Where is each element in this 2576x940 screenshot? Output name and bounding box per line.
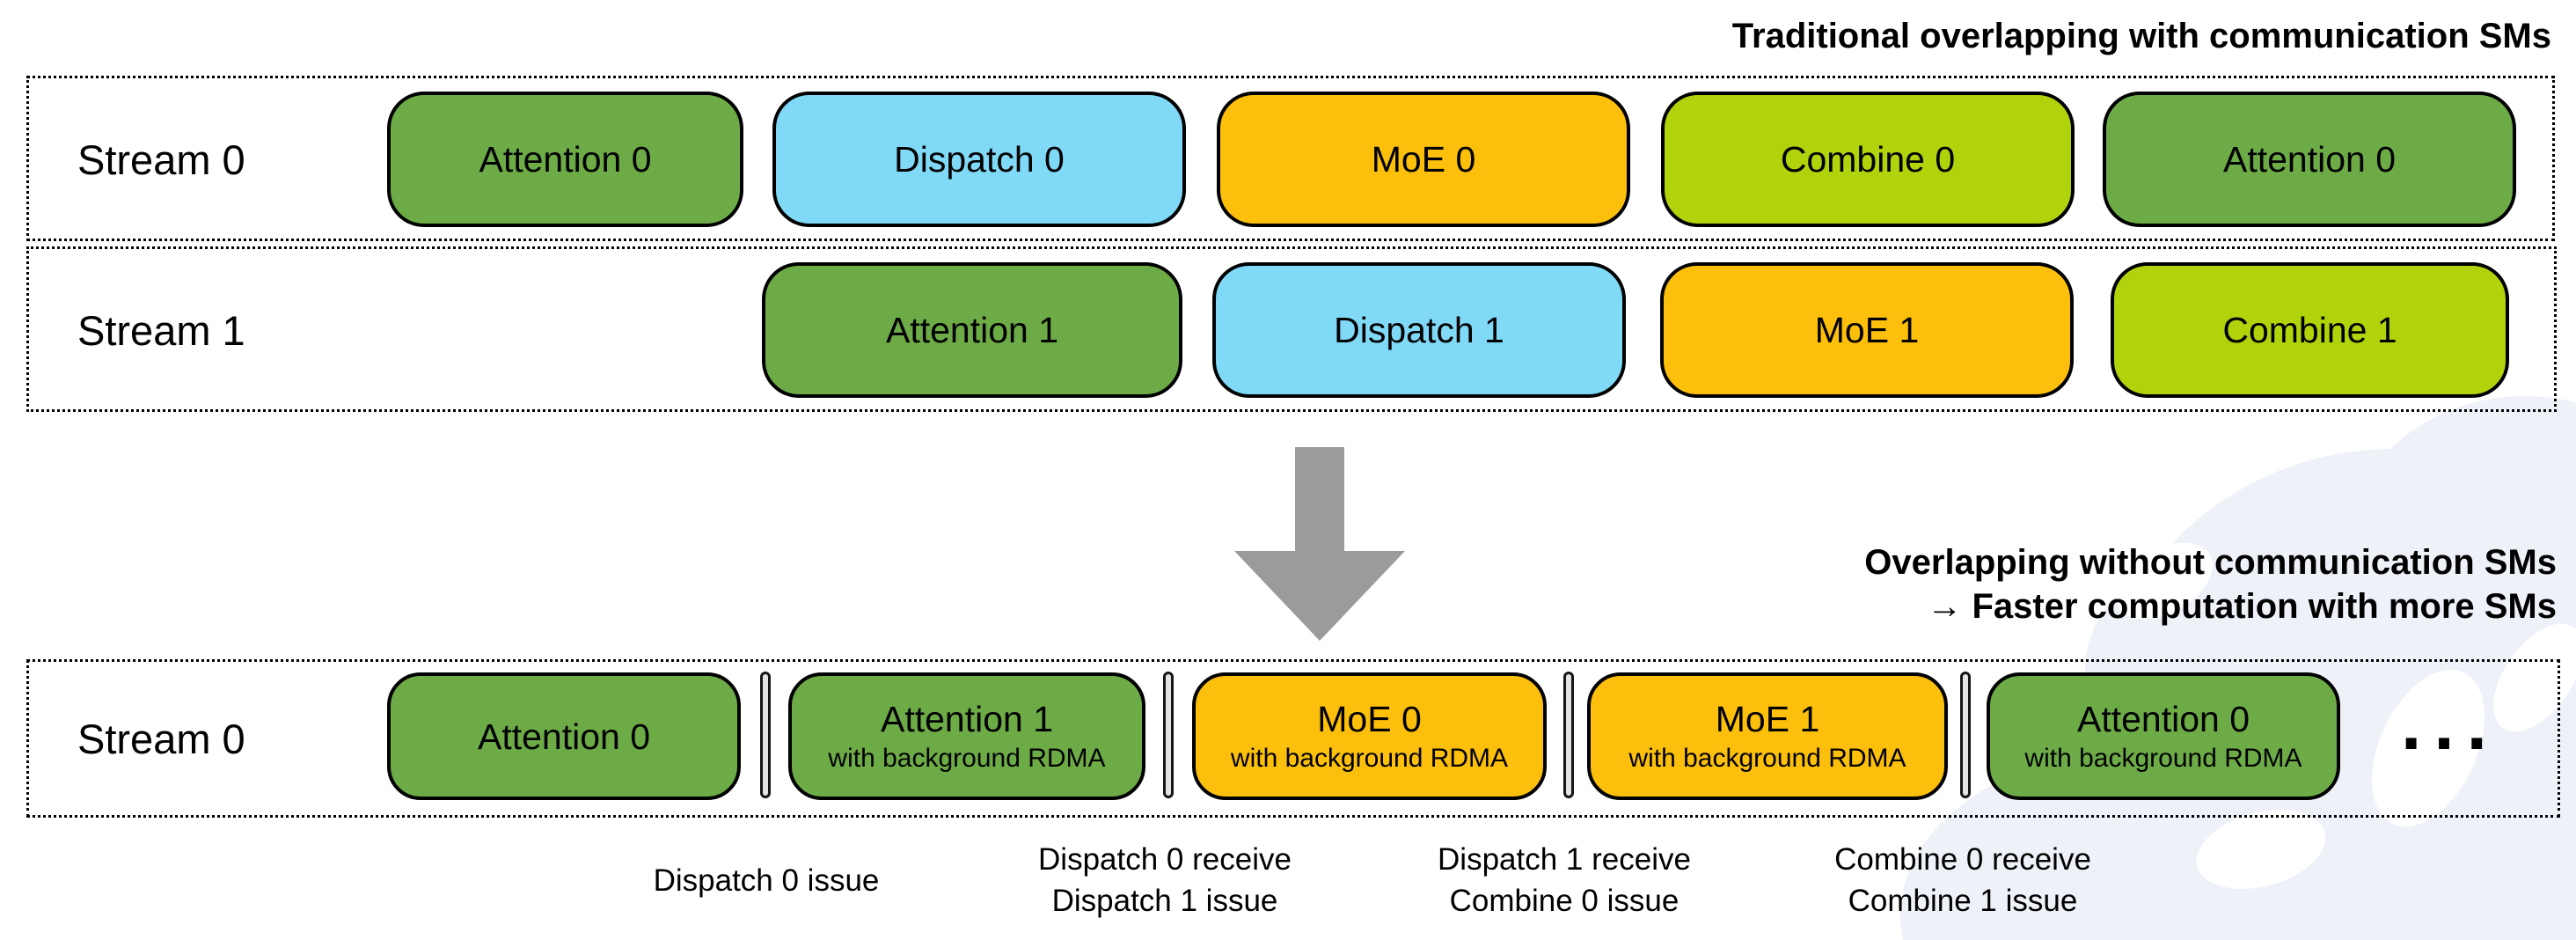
annotation-dispatch1-receive-combine0-issue: Dispatch 1 receive Combine 0 issue bbox=[1379, 836, 1749, 924]
down-arrow-shape bbox=[1234, 447, 1405, 641]
block-label: Attention 1 bbox=[880, 698, 1054, 739]
trad-s1-block-attention-1: Attention 1 bbox=[762, 262, 1182, 398]
block-label: Attention 0 bbox=[2076, 698, 2250, 739]
block-label: Attention 0 bbox=[2222, 139, 2397, 180]
stream-separator-bar-2 bbox=[1163, 672, 1174, 798]
annotation-line: Dispatch 0 receive bbox=[1038, 842, 1292, 877]
ovl-block-moe-0: MoE 0 with background RDMA bbox=[1192, 672, 1547, 800]
trad-s0-block-combine-0: Combine 0 bbox=[1661, 92, 2075, 227]
block-label: MoE 1 bbox=[1814, 310, 1920, 350]
block-label: MoE 0 bbox=[1371, 139, 1476, 180]
annotation-line: Dispatch 0 issue bbox=[653, 863, 880, 898]
annotation-dispatch0-issue: Dispatch 0 issue bbox=[582, 836, 951, 924]
trad-s0-block-attention-0: Attention 0 bbox=[387, 92, 743, 227]
traditional-stream0-label: Stream 0 bbox=[77, 136, 245, 183]
title-traditional-overlapping: Traditional overlapping with communicati… bbox=[1731, 17, 2551, 55]
block-sublabel: with background RDMA bbox=[828, 743, 1106, 773]
overlapped-stream0-container bbox=[26, 659, 2560, 818]
stream-separator-bar-4 bbox=[1960, 672, 1971, 798]
overlapped-stream0-label: Stream 0 bbox=[77, 716, 245, 762]
block-label: Attention 0 bbox=[477, 716, 651, 757]
ovl-block-moe-1: MoE 1 with background RDMA bbox=[1587, 672, 1948, 800]
block-sublabel: with background RDMA bbox=[1628, 743, 1906, 773]
ovl-block-attention-0-next: Attention 0 with background RDMA bbox=[1987, 672, 2340, 800]
block-sublabel: with background RDMA bbox=[1230, 743, 1509, 773]
title-overlap-line1: Overlapping without communication SMs bbox=[1864, 543, 2557, 582]
annotation-combine0-receive-combine1-issue: Combine 0 receive Combine 1 issue bbox=[1778, 836, 2148, 924]
block-label: Combine 0 bbox=[1780, 139, 1956, 180]
traditional-stream1-container bbox=[26, 246, 2557, 412]
traditional-stream0-container bbox=[26, 76, 2555, 241]
annotation-line: Combine 0 receive bbox=[1834, 842, 2091, 877]
block-sublabel: with background RDMA bbox=[2024, 743, 2302, 773]
block-label: Attention 1 bbox=[885, 310, 1059, 350]
trad-s0-block-dispatch-0: Dispatch 0 bbox=[772, 92, 1186, 227]
trad-s1-block-moe-1: MoE 1 bbox=[1660, 262, 2074, 398]
traditional-stream1-label: Stream 1 bbox=[77, 307, 245, 354]
block-label: Dispatch 1 bbox=[1334, 310, 1504, 350]
continuation-ellipsis: ... bbox=[2400, 682, 2499, 765]
stream-separator-bar-1 bbox=[760, 672, 771, 798]
block-label: MoE 1 bbox=[1715, 698, 1820, 739]
stream-separator-bar-3 bbox=[1563, 672, 1574, 798]
annotation-line: Dispatch 1 issue bbox=[1051, 884, 1278, 918]
annotation-line: Combine 1 issue bbox=[1848, 884, 2078, 918]
block-label: MoE 0 bbox=[1317, 698, 1422, 739]
trad-s1-block-combine-1: Combine 1 bbox=[2111, 262, 2509, 398]
annotation-line: Combine 0 issue bbox=[1449, 884, 1680, 918]
trad-s0-block-attention-0-next: Attention 0 bbox=[2103, 92, 2516, 227]
annotation-dispatch0-receive-dispatch1-issue: Dispatch 0 receive Dispatch 1 issue bbox=[980, 836, 1350, 924]
ovl-block-attention-1: Attention 1 with background RDMA bbox=[788, 672, 1145, 800]
down-arrow-icon bbox=[1234, 447, 1405, 641]
trad-s1-block-dispatch-1: Dispatch 1 bbox=[1212, 262, 1626, 398]
trad-s0-block-moe-0: MoE 0 bbox=[1217, 92, 1630, 227]
block-label: Dispatch 0 bbox=[894, 139, 1065, 180]
ovl-block-attention-0: Attention 0 bbox=[387, 672, 741, 800]
block-label: Combine 1 bbox=[2222, 310, 2397, 350]
block-label: Attention 0 bbox=[479, 139, 652, 180]
title-overlapping-without-sms: Overlapping without communication SMs → … bbox=[1864, 540, 2557, 628]
title-overlap-line2: → Faster computation with more SMs bbox=[1927, 587, 2557, 626]
annotation-line: Dispatch 1 receive bbox=[1438, 842, 1691, 877]
